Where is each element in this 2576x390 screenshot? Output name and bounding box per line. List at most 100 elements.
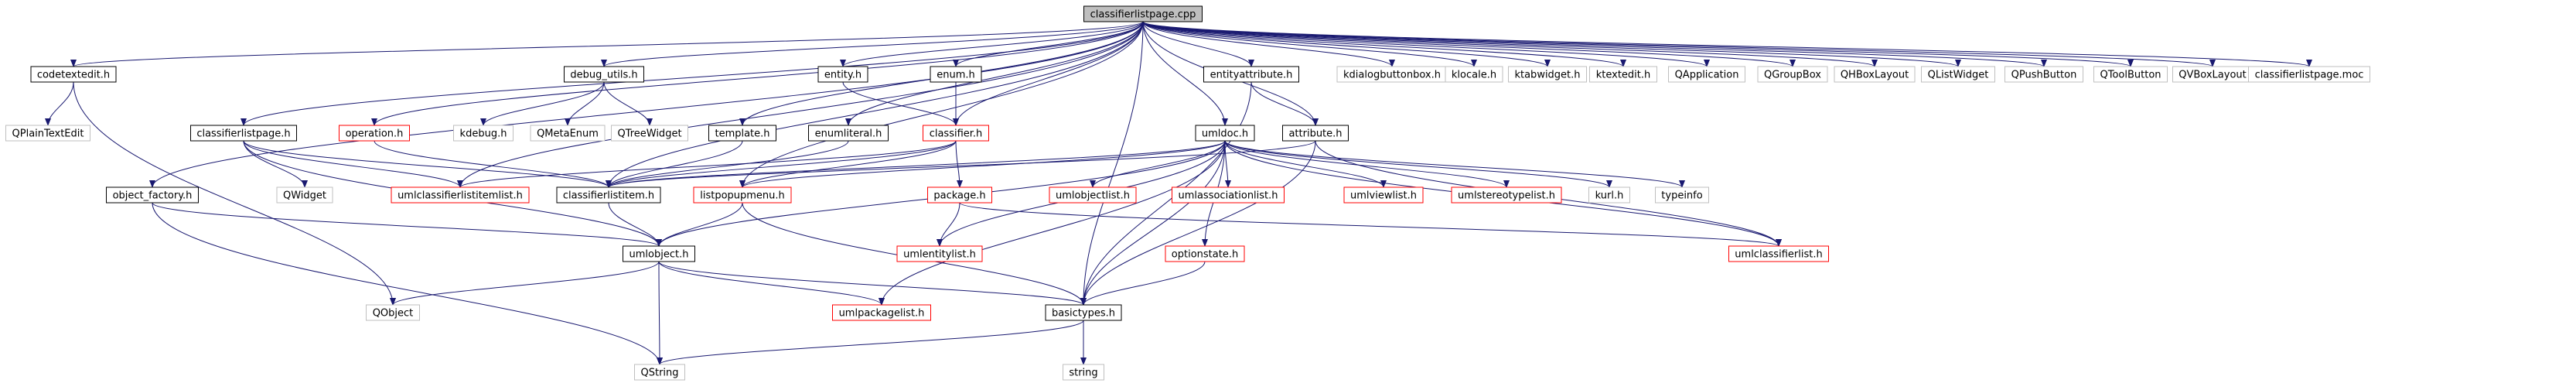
node-box xyxy=(453,125,513,142)
node-label: classifier.h xyxy=(930,128,983,140)
graph-node-umlviewlist-h[interactable]: umlviewlist.h xyxy=(1343,186,1424,204)
graph-node-umlobject-h[interactable]: umlobject.h xyxy=(623,245,695,262)
edge-layer xyxy=(45,21,2312,365)
graph-node-QListWidget: QListWidget xyxy=(1921,66,1995,83)
graph-node-entityattribute-h[interactable]: entityattribute.h xyxy=(1203,66,1299,83)
edge-listpopupmenu-h-to-umlobject-h xyxy=(656,202,743,247)
graph-node-umldoc-h[interactable]: umldoc.h xyxy=(1195,125,1255,142)
node-box xyxy=(564,66,644,83)
graph-node-codetextedit-h[interactable]: codetextedit.h xyxy=(30,66,117,83)
graph-node-umlassociationlist-h[interactable]: umlassociationlist.h xyxy=(1172,186,1285,204)
edge-entity-h-to-classifier-h xyxy=(842,81,959,126)
node-label: string xyxy=(1069,368,1097,379)
graph-node-QString: QString xyxy=(634,364,685,381)
node-box xyxy=(1757,66,1828,83)
graph-node-typeinfo: typeinfo xyxy=(1655,186,1709,204)
edge-object-factory-h-to-umlobject-h xyxy=(152,202,662,247)
node-label: classifierlistpage.cpp xyxy=(1090,9,1196,21)
node-box xyxy=(1668,66,1745,83)
node-label: classifierlistitem.h xyxy=(563,190,654,202)
node-box xyxy=(832,304,931,321)
node-box xyxy=(1834,66,1916,83)
node-label: template.h xyxy=(715,128,769,140)
edge-classifierlistpage-h-to-classifierlistitem-h xyxy=(243,140,612,188)
edge-attribute-h-to-classifierlistitem-h xyxy=(606,140,1316,188)
node-box xyxy=(1049,186,1137,204)
node-label: listpopupmenu.h xyxy=(700,190,785,202)
edge-root-to-QVBoxLayout xyxy=(1142,21,2216,67)
graph-node-kurl-h: kurl.h xyxy=(1588,186,1630,204)
graph-node-umlclassifierlistitemlist-h[interactable]: umlclassifierlistitemlist.h xyxy=(391,186,530,204)
graph-node-umlobjectlist-h[interactable]: umlobjectlist.h xyxy=(1049,186,1137,204)
edge-umldoc-h-to-listpopupmenu-h xyxy=(739,140,1226,188)
edge-root-to-QHBoxLayout xyxy=(1142,21,1878,67)
node-label: QListWidget xyxy=(1928,70,1989,81)
graph-node-classifierlistpage-h[interactable]: classifierlistpage.h xyxy=(190,125,297,142)
graph-node-classifierlistitem-h[interactable]: classifierlistitem.h xyxy=(556,186,661,204)
edge-root-to-kdialogbuttonbox-h xyxy=(1142,21,1395,67)
edge-debug-utils-h-to-QTreeWidget xyxy=(603,81,653,126)
node-label: kdebug.h xyxy=(460,128,507,140)
node-box xyxy=(708,125,776,142)
edge-umlobject-h-to-umlpackagelist-h xyxy=(658,261,885,306)
node-box xyxy=(1655,186,1709,204)
node-label: QGroupBox xyxy=(1764,70,1821,81)
graph-node-umlstereotypelist-h[interactable]: umlstereotypelist.h xyxy=(1451,186,1562,204)
edge-umldoc-h-to-umlviewlist-h xyxy=(1224,140,1387,188)
graph-node-QMetaEnum: QMetaEnum xyxy=(530,125,606,142)
graph-node-object-factory-h[interactable]: object_factory.h xyxy=(106,186,199,204)
node-label: QApplication xyxy=(1675,70,1739,81)
edge-root-to-entityattribute-h xyxy=(1142,21,1254,67)
graph-node-listpopupmenu-h[interactable]: listpopupmenu.h xyxy=(693,186,792,204)
graph-node-QPlainTextEdit: QPlainTextEdit xyxy=(5,125,90,142)
node-box xyxy=(1195,125,1255,142)
graph-node-attribute-h[interactable]: attribute.h xyxy=(1282,125,1349,142)
node-box xyxy=(530,125,606,142)
node-box xyxy=(339,125,410,142)
graph-node-package-h[interactable]: package.h xyxy=(927,186,992,204)
graph-node-entity-h[interactable]: entity.h xyxy=(817,66,868,83)
graph-node-umlentitylist-h[interactable]: umlentitylist.h xyxy=(896,245,983,262)
edge-classifier-h-to-classifierlistitem-h xyxy=(606,140,957,188)
graph-node-ktextedit-h: ktextedit.h xyxy=(1589,66,1657,83)
node-label: QTreeWidget xyxy=(617,128,681,140)
graph-node-basictypes-h[interactable]: basictypes.h xyxy=(1045,304,1122,321)
edge-object-factory-h-to-QString xyxy=(152,202,663,365)
graph-node-enum-h[interactable]: enum.h xyxy=(930,66,982,83)
graph-node-enumliteral-h[interactable]: enumliteral.h xyxy=(808,125,889,142)
edge-classifier-h-to-umlclassifierlistitemlist-h xyxy=(457,140,957,188)
graph-node-QWidget: QWidget xyxy=(276,186,333,204)
edge-basictypes-h-to-QString xyxy=(657,320,1084,365)
node-label: QHBoxLayout xyxy=(1841,70,1909,81)
graph-node-operation-h[interactable]: operation.h xyxy=(339,125,410,142)
node-label: basictypes.h xyxy=(1052,308,1115,320)
node-box xyxy=(1728,245,1829,262)
node-label: package.h xyxy=(933,190,985,202)
node-box xyxy=(634,364,685,381)
node-layer: classifierlistpage.cpp codetextedit.h clas… xyxy=(5,5,2370,381)
graph-node-umlclassifierlist-h[interactable]: umlclassifierlist.h xyxy=(1728,245,1829,262)
graph-node-QTreeWidget: QTreeWidget xyxy=(611,125,688,142)
edge-umldoc-h-to-umlstereotypelist-h xyxy=(1224,140,1510,188)
node-label: entity.h xyxy=(824,70,862,81)
graph-node-root[interactable]: classifierlistpage.cpp xyxy=(1083,5,1203,22)
edge-umlobject-h-to-basictypes-h xyxy=(658,261,1087,306)
node-label: operation.h xyxy=(346,128,404,140)
edge-root-to-listpopupmenu-h xyxy=(739,21,1144,188)
graph-node-classifier-h[interactable]: classifier.h xyxy=(923,125,989,142)
graph-node-optionstate-h[interactable]: optionstate.h xyxy=(1165,245,1245,262)
graph-node-umlpackagelist-h[interactable]: umlpackagelist.h xyxy=(832,304,931,321)
node-label: umlobjectlist.h xyxy=(1056,190,1130,202)
node-label: entityattribute.h xyxy=(1210,70,1293,81)
graph-node-debug-utils-h[interactable]: debug_utils.h xyxy=(564,66,644,83)
edge-root-to-enumliteral-h xyxy=(845,21,1144,126)
graph-node-QHBoxLayout: QHBoxLayout xyxy=(1834,66,1916,83)
edge-umldoc-h-to-classifierlistitem-h xyxy=(606,140,1226,188)
graph-node-template-h[interactable]: template.h xyxy=(708,125,776,142)
graph-node-string: string xyxy=(1063,364,1104,381)
node-label: umlclassifierlistitemlist.h xyxy=(397,190,523,202)
node-box xyxy=(276,186,333,204)
graph-node-QApplication: QApplication xyxy=(1668,66,1745,83)
edge-root-to-QPushButton xyxy=(1142,21,2047,67)
